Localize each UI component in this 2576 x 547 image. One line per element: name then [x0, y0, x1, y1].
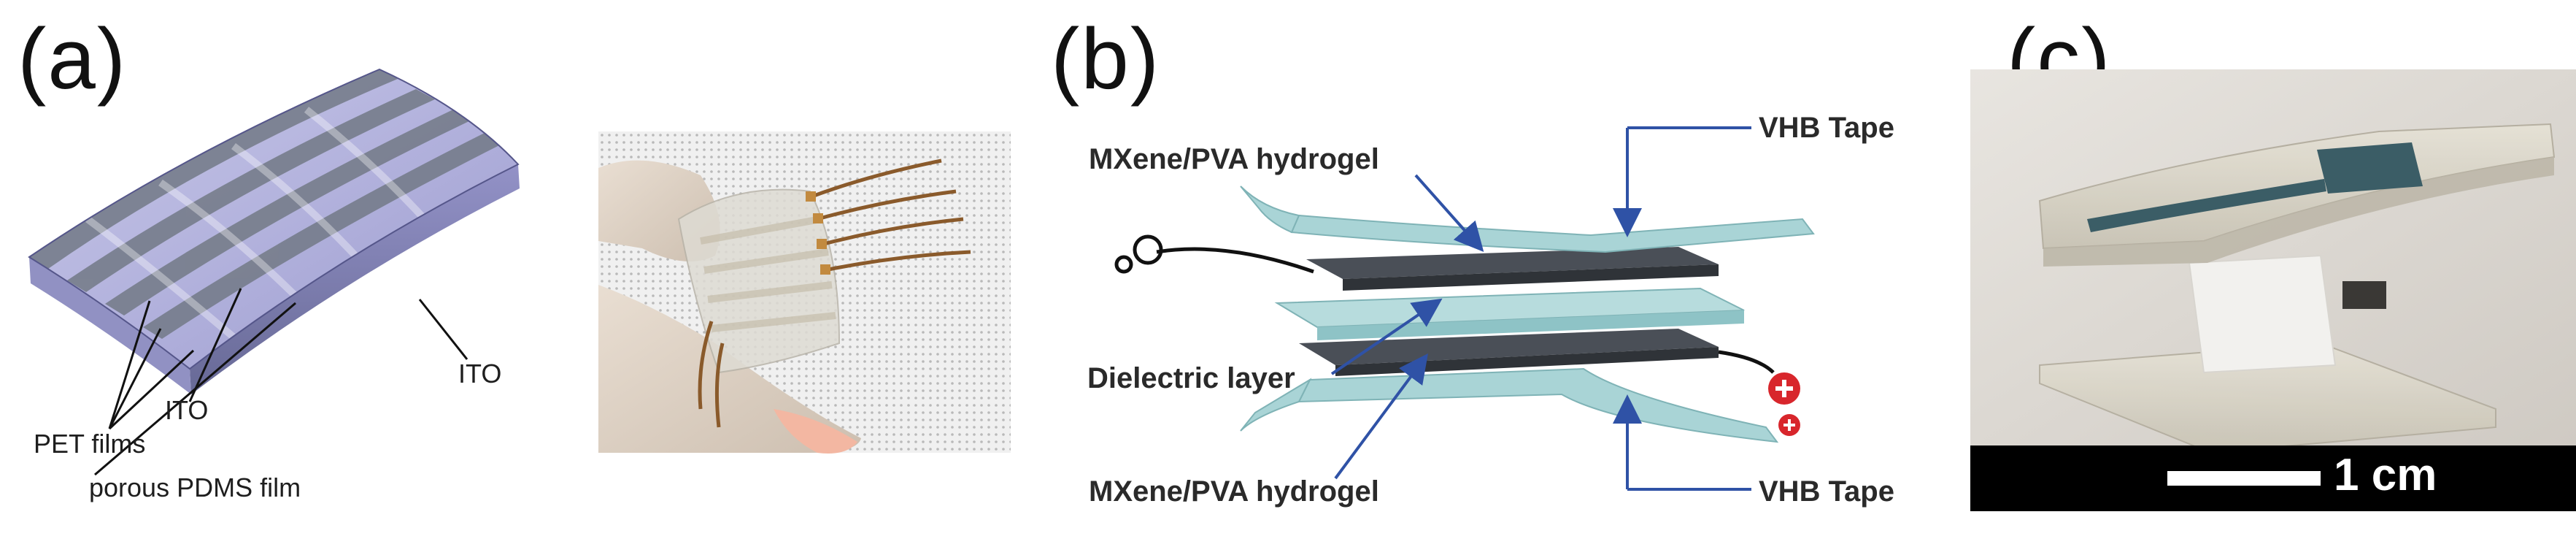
label-ito-right: ITO: [458, 359, 502, 389]
label-vhb-top: VHB Tape: [1759, 112, 1894, 144]
panel-a-leader-lines: [94, 288, 468, 476]
label-dielectric-layer: Dielectric layer: [1087, 362, 1295, 394]
panel-a-film-schematic: [28, 68, 520, 476]
panel-a-photo: [598, 131, 1011, 454]
positive-terminal: [1768, 372, 1800, 436]
label-mxene-top: MXene/PVA hydrogel: [1089, 143, 1379, 175]
hydrogel-top: [1306, 247, 1719, 279]
vhb-tape-top: [1290, 214, 1815, 253]
electrode-pad: [2317, 142, 2423, 194]
panel-c: (c) 1 cm: [1970, 0, 2576, 547]
scale-bar: [2167, 471, 2321, 486]
label-porous-pdms-film: porous PDMS film: [89, 473, 301, 502]
ito-stripes: [29, 69, 509, 339]
negative-terminal: [1114, 234, 1163, 274]
panel-b-arrows: [1330, 128, 1642, 489]
film-side-left: [29, 257, 191, 394]
label-ito-center: ITO: [165, 395, 209, 425]
panel-b-letter: (b): [1051, 11, 1161, 107]
film-side-front: [190, 164, 520, 394]
panel-a-letter: (a): [18, 11, 128, 107]
label-pet-films: PET films: [34, 429, 146, 459]
label-vhb-bottom: VHB Tape: [1759, 475, 1894, 508]
panel-a: (a): [0, 0, 1022, 547]
panel-b-layer-stack: [1114, 126, 1815, 491]
panel-c-photo: [1970, 69, 2576, 511]
electrode-lead: [2087, 179, 2326, 232]
label-mxene-bottom: MXene/PVA hydrogel: [1089, 475, 1379, 508]
scale-bar-label: 1 cm: [2334, 450, 2437, 500]
vhb-tape-bottom: [1297, 367, 1779, 443]
panel-b: (b): [1022, 0, 1970, 547]
